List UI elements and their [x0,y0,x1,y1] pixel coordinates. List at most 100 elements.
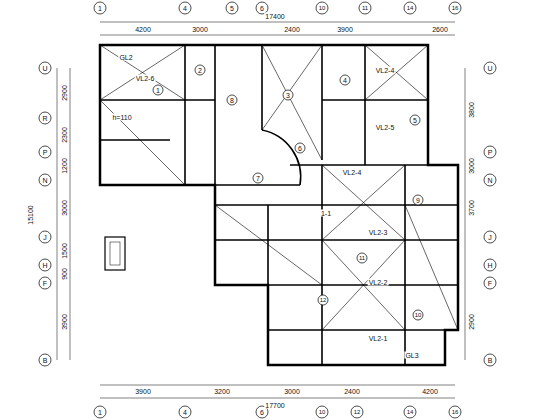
axis-label: 6 [259,5,265,12]
axis-label: R [41,115,48,122]
bubble-ring [295,143,305,153]
bubble-ring [39,259,51,271]
dimension: 2900 [468,313,475,331]
dimension: 1200 [61,157,68,175]
axis-label: 6 [259,409,265,416]
bubble-ring [94,406,106,418]
axis-label: H [486,262,493,269]
room-number: 4 [342,77,348,84]
beam-label: VL2-4 [375,67,396,74]
room-number: 6 [297,145,303,152]
axis-label: 5 [229,5,235,12]
bubble-ring [39,62,51,74]
bubble-ring [318,295,328,305]
dimension: 2900 [61,84,68,102]
bubble-ring [283,90,293,100]
bubble-ring [39,146,51,158]
bubble-ring [39,174,51,186]
beam-label: GL2 [118,54,133,61]
dimension: 3900 [134,388,152,395]
bubble-ring [484,146,496,158]
bubble-ring [316,406,328,418]
axis-label: U [41,65,48,72]
axis-label: N [486,177,493,184]
axis-label: 10 [318,5,327,11]
bubble-ring [484,174,496,186]
axis-label: J [487,234,493,241]
beam-label: VL2-5 [375,124,396,131]
axis-label: B [487,357,494,364]
axis-label: 12 [353,409,362,415]
room-number: 5 [412,117,418,124]
beam-label: VL2-3 [368,229,389,236]
dimension: 2300 [61,126,68,144]
dimension: 2400 [283,26,301,33]
dimension: 17700 [264,402,285,409]
room-number: 3 [285,92,291,99]
beam-label: VL2-4 [342,169,363,176]
axis-label: 16 [451,409,460,415]
axis-label: 14 [406,5,415,11]
bubble-ring [413,195,423,205]
dimension: 3900 [61,313,68,331]
axis-label: F [42,280,48,287]
dimension: 17400 [264,13,285,20]
room-number: 11 [358,255,366,261]
dimension: 2600 [431,26,449,33]
dimension: 2400 [343,388,361,395]
axis-label: 1 [97,5,103,12]
bubble-ring [449,406,461,418]
bubble-ring [449,2,461,14]
dimension: 3200 [213,388,231,395]
axis-label: P [42,149,49,156]
bubble-ring [359,2,371,14]
bubble-ring [226,2,238,14]
axis-bubbles [39,2,496,418]
dimension: 3900 [336,26,354,33]
room-number: 8 [229,97,235,104]
bubble-ring [484,354,496,366]
bubble-ring [340,75,350,85]
bubble-ring [484,231,496,243]
bubble-ring [484,62,496,74]
room-number: 10 [414,312,423,318]
bubble-ring [227,95,237,105]
axis-label: U [486,65,493,72]
dimension: 3000 [61,199,68,217]
beam-label: VL2-1 [368,335,389,342]
room-number: 9 [415,197,421,204]
beam-label: VL2-2 [368,279,389,286]
bubble-ring [404,406,416,418]
axis-label: B [42,357,49,364]
dimension: 1500 [61,242,68,260]
dimension: 3800 [468,101,475,119]
axis-label: 16 [451,5,460,11]
axis-label: 14 [406,409,415,415]
axis-label: 4 [182,5,188,12]
axis-label: 4 [182,409,188,416]
bubble-ring [316,2,328,14]
bubble-ring [179,2,191,14]
bubble-ring [404,2,416,14]
bubble-ring [484,259,496,271]
building-walls [57,22,465,398]
axis-label: N [41,177,48,184]
axis-label: 1 [97,409,103,416]
bubble-ring [179,406,191,418]
axis-label: J [42,234,48,241]
axis-label: H [41,262,48,269]
axis-label: P [487,149,494,156]
dimension: 3000 [191,26,209,33]
dimension: 15100 [27,204,34,225]
beam-label: 1-1 [320,210,332,217]
bubble-ring [195,65,205,75]
bubble-ring [39,231,51,243]
beam-label: GL3 [404,352,419,359]
dimension: 3000 [283,388,301,395]
bubble-ring [357,253,367,263]
room-number: 12 [319,297,328,303]
dimension: 900 [61,267,68,281]
beam-label: h=110 [111,114,132,121]
bubble-ring [39,277,51,289]
